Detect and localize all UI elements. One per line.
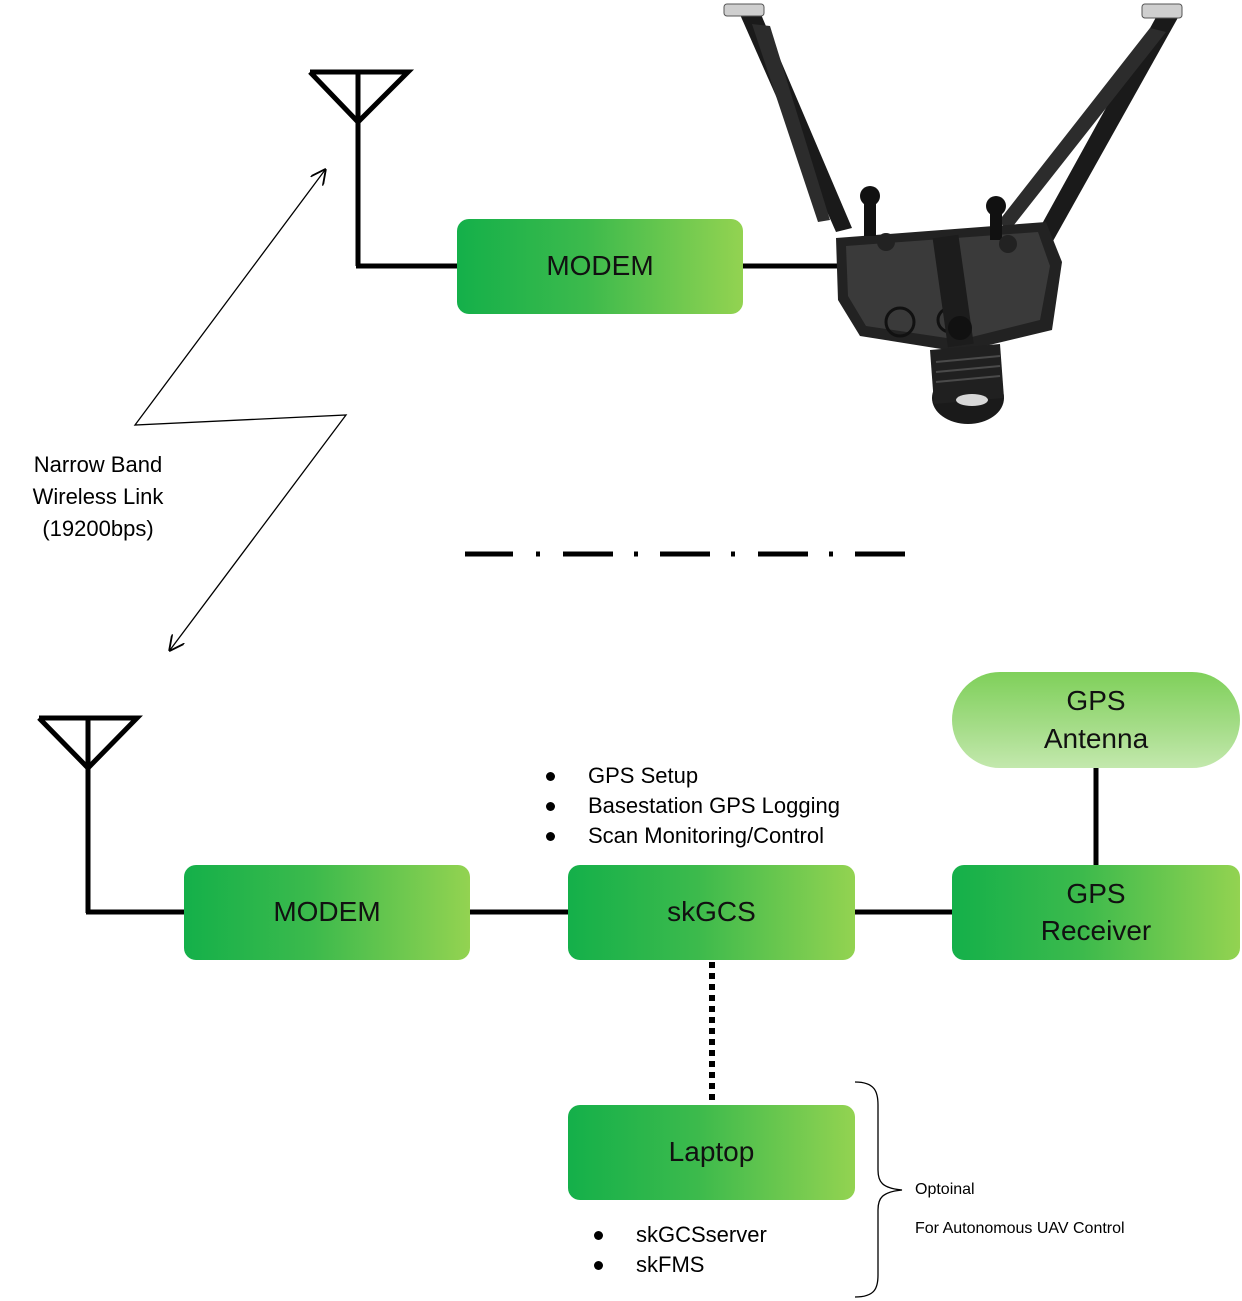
laptop-software-list: skGCSserver skFMS	[590, 1220, 767, 1280]
optional-note-detail: For Autonomous UAV Control	[915, 1220, 1125, 1237]
air-modem-label: MODEM	[546, 250, 654, 282]
uav-scanner-image	[723, 3, 1183, 424]
gps-antenna-line1: GPS	[1066, 685, 1126, 717]
wireless-link-line1: Narrow Band	[33, 452, 163, 477]
gcs-feature-item: GPS Setup	[542, 761, 840, 791]
laptop-software-item: skGCSserver	[590, 1220, 767, 1250]
ground-modem-label: MODEM	[273, 896, 381, 928]
ground-antenna-icon	[37, 715, 143, 913]
gps-receiver-box: GPS Receiver	[952, 865, 1240, 960]
gcs-feature-list: GPS Setup Basestation GPS Logging Scan M…	[542, 761, 840, 851]
air-modem-box: MODEM	[457, 219, 743, 314]
gps-receiver-line1: GPS	[1066, 878, 1126, 910]
gps-antenna-line2: Antenna	[1043, 723, 1149, 754]
wireless-link-label: Narrow Band Wireless Link (19200bps)	[18, 449, 178, 545]
wireless-link-line3: (19200bps)	[42, 515, 154, 541]
wireless-link-zigzag	[133, 170, 348, 650]
gcs-feature-item: Scan Monitoring/Control	[542, 821, 840, 851]
gps-antenna-oval: GPS Antenna	[952, 672, 1240, 768]
gcs-label: skGCS	[667, 896, 756, 928]
laptop-box: Laptop	[568, 1105, 855, 1200]
gps-receiver-line2: Receiver	[1040, 914, 1152, 946]
gcs-feature-item: Basestation GPS Logging	[542, 791, 840, 821]
air-antenna-icon	[308, 69, 415, 266]
ground-modem-box: MODEM	[184, 865, 470, 960]
optional-note-title: Optoinal	[915, 1181, 975, 1198]
wireless-link-line2: Wireless Link	[32, 483, 164, 509]
optional-brace	[854, 1081, 903, 1298]
laptop-software-item: skFMS	[590, 1250, 767, 1280]
laptop-label: Laptop	[668, 1136, 755, 1168]
gcs-box: skGCS	[568, 865, 855, 960]
